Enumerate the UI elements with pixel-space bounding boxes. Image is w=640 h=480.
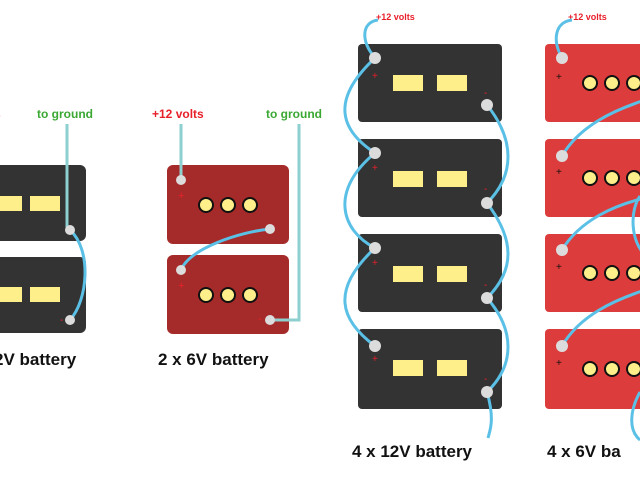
terminal xyxy=(65,315,75,325)
terminal xyxy=(556,340,568,352)
cell-window xyxy=(30,287,60,302)
battery-12v xyxy=(358,44,502,122)
series-wire xyxy=(560,290,640,347)
diagram-caption: 4 x 12V battery xyxy=(352,442,473,461)
positive-label: +12 volts xyxy=(568,12,607,22)
series-wire xyxy=(343,56,377,155)
series-wire xyxy=(343,151,376,250)
minus-symbol: - xyxy=(484,88,487,99)
cell-cap xyxy=(604,265,620,281)
terminal xyxy=(265,315,275,325)
cell-window xyxy=(30,196,60,211)
cell-window xyxy=(393,75,423,91)
cell-window xyxy=(437,266,467,282)
plus-symbol: + xyxy=(556,262,562,273)
terminal xyxy=(369,147,381,159)
diagram-caption: 2V battery xyxy=(0,350,77,369)
terminal xyxy=(556,244,568,256)
ground-wire xyxy=(485,391,493,439)
diagram-4x6v: +12 volts + + + + 4 xyxy=(545,12,640,461)
cell-cap xyxy=(198,287,214,303)
minus-symbol: - xyxy=(60,315,63,326)
cell-window xyxy=(393,360,423,376)
cell-cap xyxy=(582,361,598,377)
plus-symbol: + xyxy=(372,258,378,269)
terminal xyxy=(369,242,381,254)
series-wire xyxy=(560,100,640,157)
terminal xyxy=(65,225,75,235)
cell-window xyxy=(0,196,22,211)
cell-window xyxy=(393,266,423,282)
cell-window xyxy=(437,171,467,187)
cell-window xyxy=(437,360,467,376)
terminal xyxy=(369,52,381,64)
cell-cap xyxy=(198,197,214,213)
cell-cap xyxy=(242,197,258,213)
cell-window xyxy=(0,287,22,302)
plus-symbol: + xyxy=(178,280,184,292)
terminal xyxy=(481,292,493,304)
cell-cap xyxy=(582,170,598,186)
series-wire xyxy=(631,195,640,252)
cell-cap xyxy=(604,361,620,377)
diagram-caption: 2 x 6V battery xyxy=(158,350,269,369)
plus-symbol: + xyxy=(372,71,378,82)
terminal xyxy=(265,224,275,234)
terminal xyxy=(556,150,568,162)
plus-symbol: + xyxy=(372,354,378,365)
minus-symbol: - xyxy=(484,374,487,385)
cell-cap xyxy=(626,361,640,377)
diagram-4x12v: +12 volts + - + - + - + - xyxy=(343,12,510,461)
battery-12v xyxy=(358,234,502,312)
series-wire xyxy=(485,297,510,394)
cell-cap xyxy=(604,75,620,91)
diagram-2x12v: s to ground - - 2V battery xyxy=(0,107,93,369)
cell-window xyxy=(437,75,467,91)
positive-label: +12 volts xyxy=(152,107,204,121)
cell-cap xyxy=(604,170,620,186)
minus-symbol: - xyxy=(484,280,487,291)
cell-cap xyxy=(626,75,640,91)
ground-label: to ground xyxy=(266,107,322,121)
cell-cap xyxy=(582,265,598,281)
terminal xyxy=(556,52,568,64)
minus-symbol: - xyxy=(484,184,487,195)
series-wire xyxy=(485,104,510,205)
cell-cap xyxy=(220,197,236,213)
plus-symbol: + xyxy=(556,72,562,83)
series-wire xyxy=(485,202,510,300)
ground-wire xyxy=(270,124,301,322)
series-wire xyxy=(68,228,87,322)
cell-cap xyxy=(626,170,640,186)
plus-symbol: + xyxy=(372,163,378,174)
cell-cap xyxy=(220,287,236,303)
plus-symbol: + xyxy=(556,167,562,178)
terminal xyxy=(481,197,493,209)
series-wire xyxy=(630,391,640,442)
plus-symbol: + xyxy=(556,358,562,369)
terminal xyxy=(369,340,381,352)
positive-label: +12 volts xyxy=(376,12,415,22)
terminal xyxy=(176,265,186,275)
terminal xyxy=(481,386,493,398)
ground-label: to ground xyxy=(37,107,93,121)
battery-12v xyxy=(358,329,502,409)
plus-symbol: + xyxy=(178,190,184,202)
terminal xyxy=(481,99,493,111)
cell-window xyxy=(393,171,423,187)
series-wire xyxy=(343,246,377,348)
diagram-2x6v: +12 volts to ground + + - 2 x 6V battery xyxy=(152,107,322,369)
series-wire xyxy=(179,227,271,271)
cell-cap xyxy=(626,265,640,281)
minus-symbol: - xyxy=(258,313,262,325)
series-wire xyxy=(560,197,640,251)
terminal xyxy=(176,175,186,185)
cell-cap xyxy=(582,75,598,91)
battery-12v xyxy=(358,139,502,217)
cell-cap xyxy=(242,287,258,303)
positive-label: s xyxy=(0,107,1,121)
diagram-caption: 4 x 6V ba xyxy=(547,442,621,461)
